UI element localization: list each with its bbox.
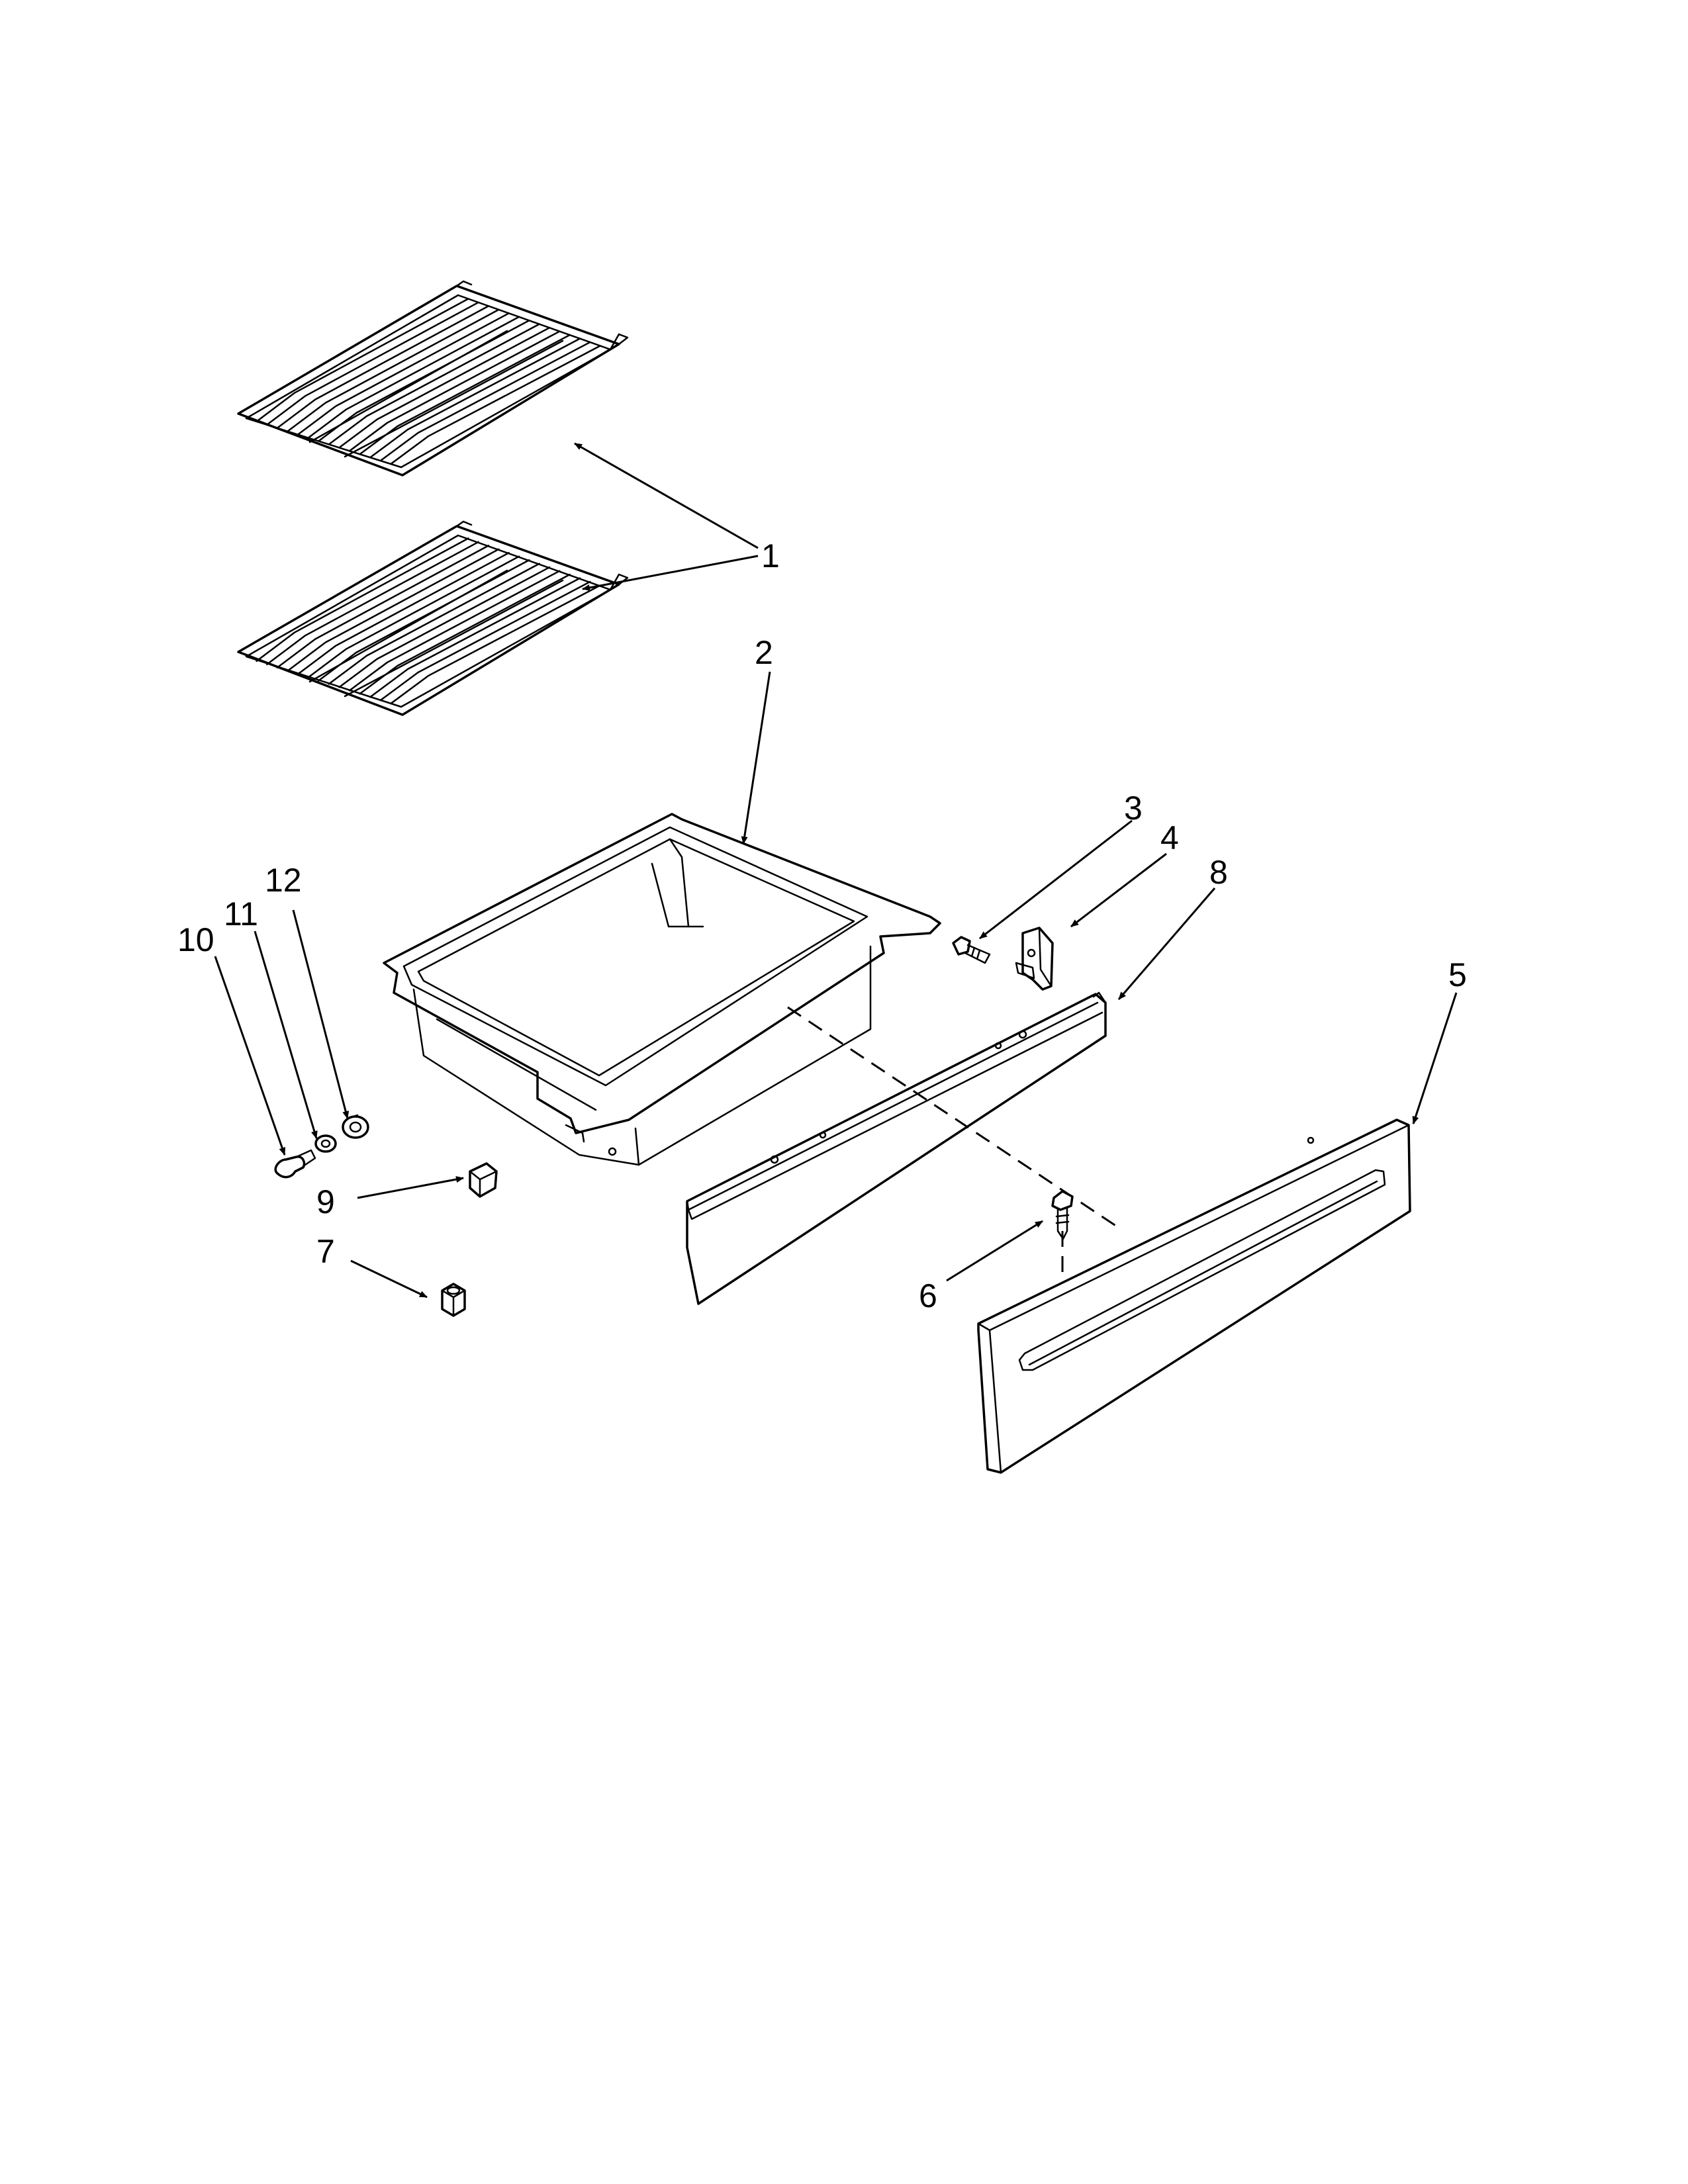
callout-11: 11	[224, 895, 258, 933]
leader-4	[1070, 852, 1167, 928]
leader-5	[1412, 992, 1458, 1124]
rack-wire	[256, 537, 469, 662]
leader-12	[292, 909, 350, 1119]
rack-wire	[369, 577, 581, 698]
rack-wire	[317, 559, 530, 682]
rack-wire	[287, 548, 500, 672]
rack-wire	[276, 545, 490, 669]
rack-wire	[287, 308, 500, 432]
rack-wire	[265, 301, 479, 426]
callout-1: 1	[761, 537, 780, 574]
drawer-front	[977, 1118, 1411, 1474]
rack-wire	[328, 563, 540, 685]
leader-1b	[582, 555, 759, 591]
drawer-pan	[383, 813, 941, 1166]
rack-wire	[390, 345, 601, 465]
rack-wire	[328, 323, 540, 445]
oven-rack-lower	[237, 520, 629, 716]
callout-9: 9	[316, 1183, 335, 1220]
callout-labels: 1 2 3 4 5 6 7 8 9 10 11 12	[177, 537, 1467, 1314]
leader-1a	[574, 442, 759, 549]
callout-5: 5	[1448, 956, 1467, 993]
leader-3	[979, 819, 1133, 940]
leader-6	[946, 1220, 1043, 1282]
rack-wire	[276, 305, 490, 430]
callout-12: 12	[265, 862, 302, 899]
leader-9	[357, 1176, 464, 1199]
nut-7	[441, 1283, 466, 1317]
rack-wire	[348, 330, 561, 452]
drawer-front-support	[686, 991, 1107, 1305]
rack-wire	[265, 541, 479, 666]
rack-wire	[379, 341, 591, 462]
screw-6	[1051, 1190, 1074, 1240]
rack-wire	[390, 584, 601, 705]
callout-7: 7	[316, 1233, 335, 1270]
rack-wire	[307, 316, 520, 439]
drawer-roller-screw	[274, 1149, 316, 1179]
rack-wire	[359, 334, 571, 455]
callout-4: 4	[1160, 819, 1179, 856]
rack-wire	[348, 570, 561, 692]
screw-3	[952, 936, 991, 964]
leader-10	[214, 956, 286, 1156]
rack-wire	[307, 555, 520, 678]
drawer-roller-wheel	[342, 1114, 369, 1139]
callout-6: 6	[919, 1277, 937, 1314]
oven-rack-upper	[237, 280, 629, 477]
callout-8: 8	[1209, 854, 1228, 891]
drawer-bracket	[1015, 927, 1054, 991]
rack-wire	[317, 320, 530, 442]
callout-10: 10	[177, 921, 214, 958]
callout-3: 3	[1124, 790, 1143, 827]
rack-wire	[338, 326, 551, 449]
rack-wire	[379, 580, 591, 702]
leader-8	[1117, 887, 1216, 1000]
leader-7	[350, 1259, 428, 1298]
rack-wire	[256, 298, 469, 423]
drawer-roller-washer	[314, 1134, 337, 1153]
rack-wire	[297, 552, 510, 675]
leader-2	[741, 671, 771, 844]
callout-2: 2	[755, 634, 773, 671]
leader-11	[254, 931, 318, 1139]
rack-wire	[359, 573, 571, 695]
rack-wire	[297, 312, 510, 435]
clip-9	[469, 1162, 498, 1198]
rack-wire	[338, 566, 551, 688]
rack-wire	[369, 338, 581, 459]
leader-lines	[214, 442, 1458, 1298]
